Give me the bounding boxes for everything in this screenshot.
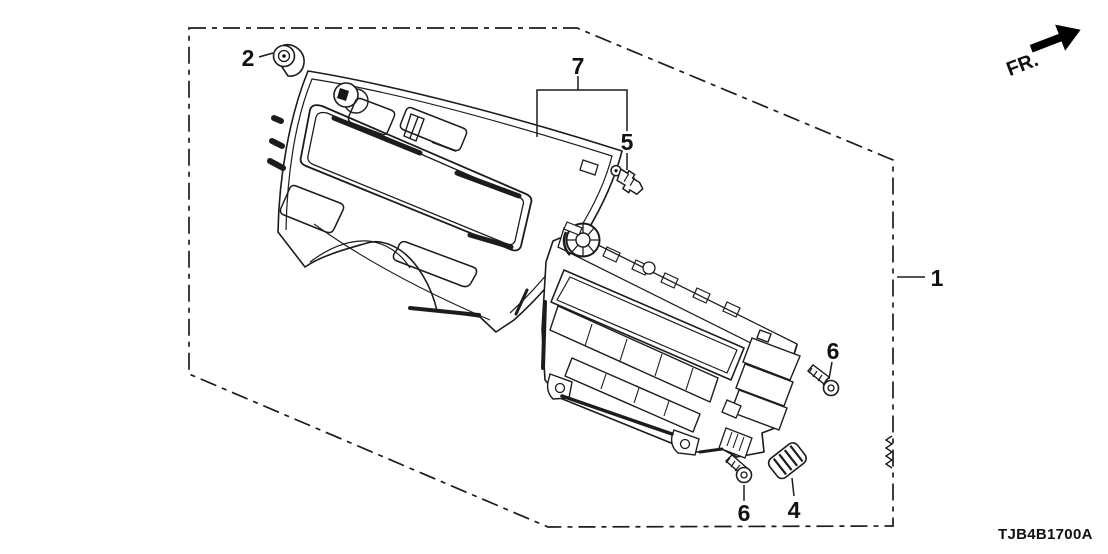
screw-drawing [807, 364, 840, 397]
unit-button-row [564, 357, 701, 433]
screw-threads [808, 367, 828, 386]
row-divider [600, 373, 670, 417]
knob-drawing [272, 43, 305, 77]
screw-head-slot [827, 384, 835, 392]
unit-foot-hole [679, 438, 691, 450]
panel-arch-inner-line [309, 240, 411, 269]
unit-connector [742, 337, 801, 381]
unit-button-row [549, 305, 719, 403]
control-unit-drawing [541, 221, 801, 459]
leader-line-4 [791, 477, 795, 497]
fr-label: FR. [1004, 49, 1042, 81]
callout-5: 5 [621, 129, 634, 155]
panel-accent-stroke [408, 306, 481, 317]
unit-screen-bezel-inner [556, 276, 738, 374]
switch-ridges [772, 445, 804, 476]
screw-head-slot [740, 471, 748, 479]
panel-clip-mark [267, 158, 286, 171]
dashed-border [188, 27, 894, 528]
unit-cap-detail [563, 221, 583, 236]
rim-button [602, 246, 621, 263]
top-slot [347, 97, 396, 136]
display-opening-outer [299, 104, 533, 252]
connector-stripes [726, 431, 745, 452]
rim-button [722, 301, 741, 318]
screw-head [822, 379, 840, 397]
border-break-squiggle [884, 435, 894, 469]
rim-button [692, 287, 711, 304]
unit-connector-small [721, 399, 742, 419]
panel-surface-crease [313, 223, 491, 321]
unit-screen-bezel-outer [550, 269, 745, 381]
screw-threads [725, 457, 746, 476]
lower-right-opening [392, 240, 478, 288]
unit-connector-striped [718, 427, 753, 459]
unit-accent-stroke [560, 394, 674, 436]
unit-connector [735, 363, 794, 407]
bracket-7 [536, 76, 628, 137]
panel-clip-mark [271, 115, 284, 124]
lower-left-opening [279, 184, 345, 234]
panel-accent-stroke [454, 170, 522, 199]
row-divider [584, 323, 694, 391]
panel-edge-notch [579, 159, 599, 176]
part-code: TJB4B1700A [998, 526, 1093, 543]
clip-drawing [610, 164, 644, 195]
callout-4: 4 [788, 497, 801, 523]
panel-detail-line [431, 141, 457, 152]
unit-connector [756, 329, 772, 343]
callout-6a: 6 [827, 338, 840, 364]
knob-face-dot [282, 54, 286, 58]
unit-accent-stroke [698, 447, 724, 454]
callout-7: 7 [572, 53, 585, 79]
clip-body-line [623, 173, 636, 187]
callout-1: 1 [931, 265, 944, 291]
screw-head [735, 466, 753, 484]
callout-6b: 6 [738, 500, 751, 526]
fr-direction-arrow: FR. [1004, 24, 1081, 81]
panel-outline [277, 70, 623, 333]
panel-accent-stroke [514, 288, 529, 316]
hazard-slot-tab [403, 113, 425, 142]
panel-accent-stroke [331, 115, 423, 156]
screw-drawing [724, 454, 753, 484]
leader-line-2 [258, 52, 274, 58]
knob-hole-key [337, 88, 349, 101]
fr-arrow-icon [1029, 24, 1081, 53]
unit-accent-stroke [541, 300, 547, 370]
unit-foot-hole [554, 382, 566, 394]
panel-clip-mark [269, 138, 285, 149]
rim-button [660, 272, 679, 289]
clip-body [616, 168, 644, 195]
fan-wheel-arc [562, 231, 571, 256]
leader-line-6a [828, 361, 833, 380]
clip-head-dot [614, 169, 618, 173]
switch-drawing [767, 442, 807, 480]
unit-foot [670, 429, 700, 456]
switch-body [767, 442, 807, 480]
unit-post [642, 261, 656, 275]
panel-accent-stroke [467, 232, 514, 250]
knob-face-inner [277, 49, 291, 63]
callout-2: 2 [242, 45, 255, 71]
